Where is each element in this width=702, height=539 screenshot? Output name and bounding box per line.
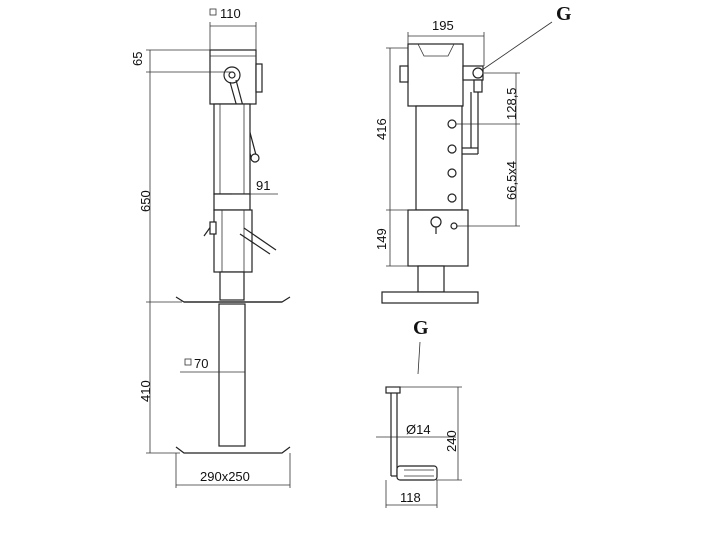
front-foot [381,291,479,304]
front-head [407,43,464,107]
detail-g-view: G Ø14 240 118 [376,317,462,508]
dim-240: 240 [444,430,459,452]
inner-tube-extended [218,303,246,447]
dim-square-70: 70 [194,356,208,371]
dim-650: 650 [138,190,153,212]
crank-grip [396,465,438,481]
outer-tube [213,103,251,195]
lower-foot-plate [175,446,291,454]
dim-top-square: 110 [220,6,241,21]
dim-195: 195 [432,18,454,33]
left-view: 110 65 650 91 70 410 290x250 [130,6,291,488]
callout-g-leader [481,21,553,71]
dim-149: 149 [374,228,389,250]
dim-65: 65 [130,52,145,66]
crank-hub [223,66,241,84]
dim-diameter-14: Ø14 [406,422,431,437]
dim-410: 410 [138,380,153,402]
mount-sleeve [213,209,253,273]
right-view: 195 416 149 128,5 66,5x4 G [374,3,572,304]
detail-g-leader [417,341,421,375]
callout-g-label: G [556,3,572,25]
dim-118: 118 [400,490,421,505]
dim-foot: 290x250 [200,469,250,484]
detail-g-title: G [413,317,429,339]
dim-128-5: 128,5 [504,87,519,120]
dim-91: 91 [256,178,270,193]
dim-66-5x4: 66,5x4 [504,161,519,200]
front-outer-tube [415,105,463,211]
dim-416: 416 [374,118,389,140]
front-sleeve [407,209,469,267]
